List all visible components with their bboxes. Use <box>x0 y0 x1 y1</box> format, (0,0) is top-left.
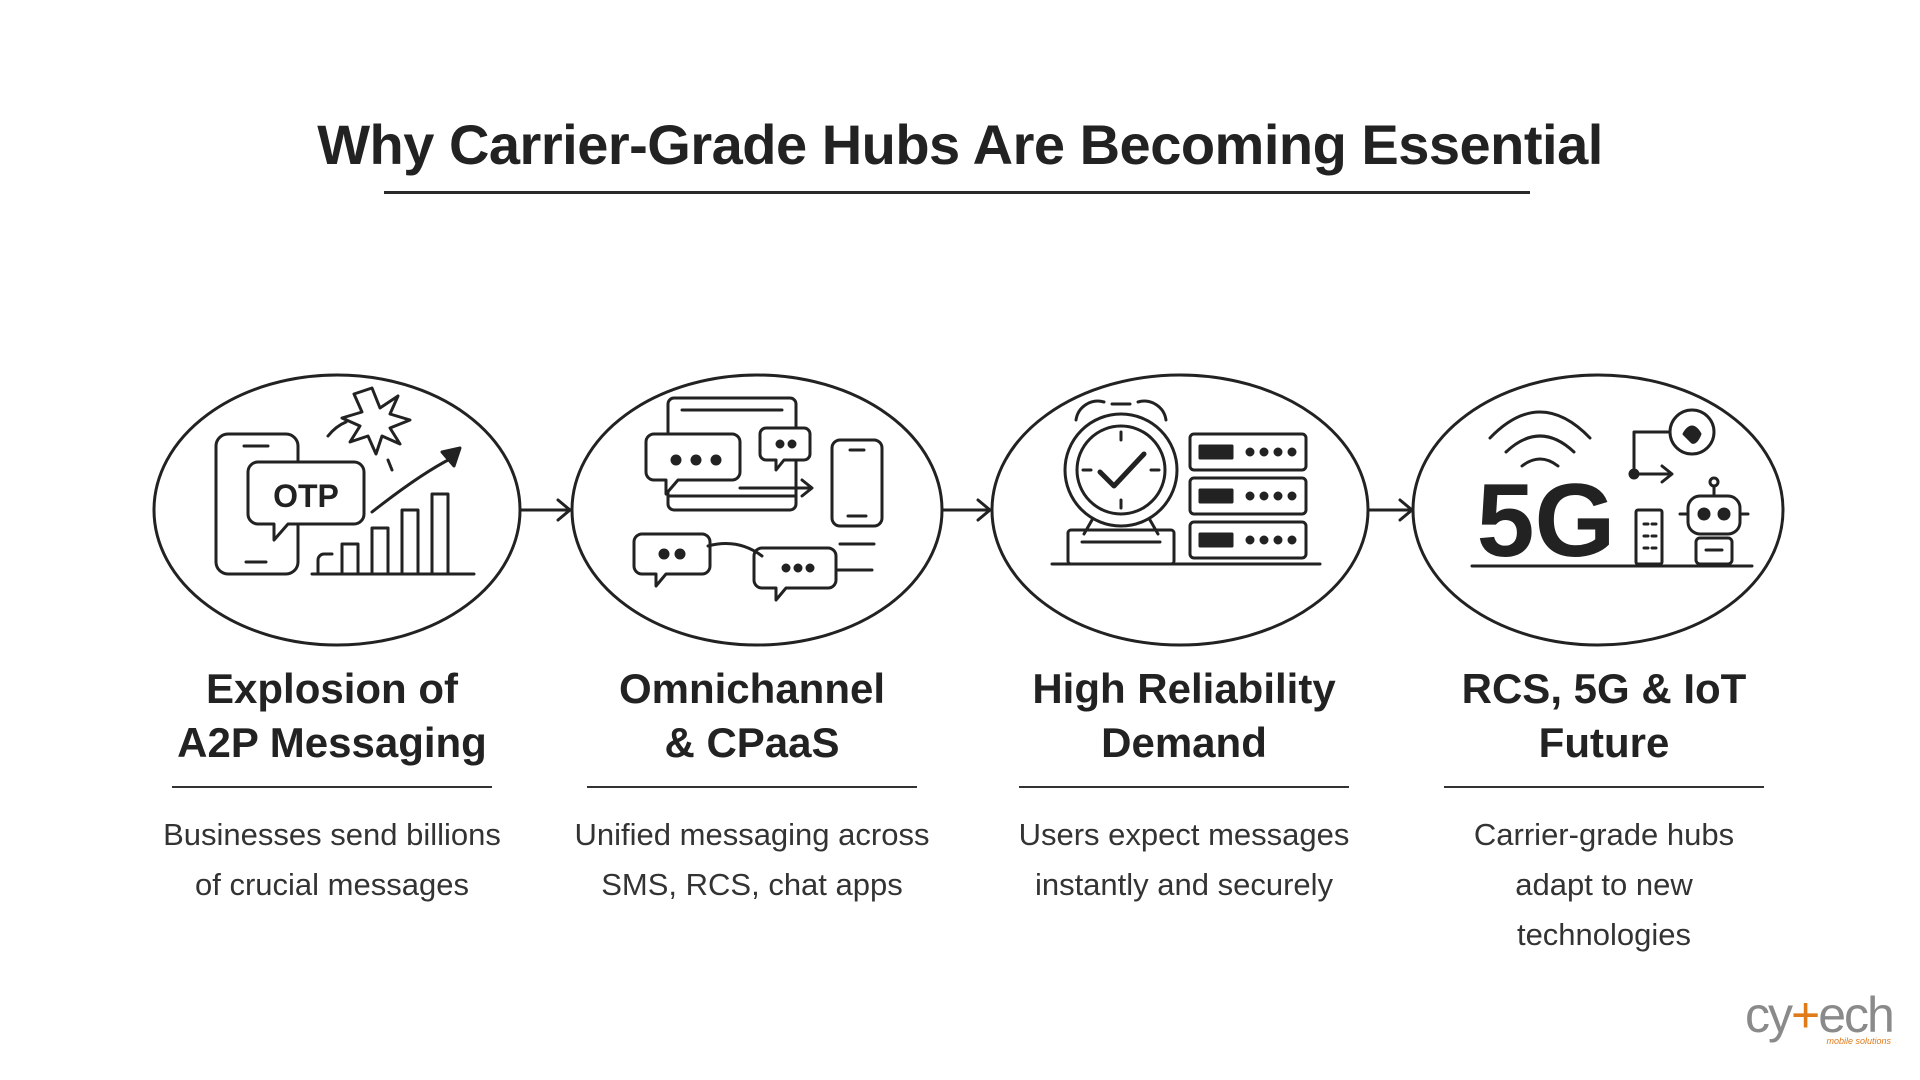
step-4-divider <box>1444 786 1764 788</box>
otp-label: OTP <box>273 478 339 514</box>
step-1: Explosion of A2P Messaging Businesses se… <box>152 662 512 910</box>
step-1-divider <box>172 786 492 788</box>
step-1-title: Explosion of A2P Messaging <box>177 665 487 766</box>
step-3-description: Users expect messages instantly and secu… <box>1018 817 1350 902</box>
multichannel-chat-icon <box>632 396 884 602</box>
step-2: Omnichannel & CPaaS Unified messaging ac… <box>572 662 932 910</box>
step-2-divider <box>587 786 917 788</box>
step-4: RCS, 5G & IoT Future Carrier-grade hubs … <box>1424 662 1784 960</box>
otp-phone-growth-icon: OTP <box>214 386 476 576</box>
step-3-circle <box>990 373 1370 647</box>
title-underline <box>384 191 1530 194</box>
step-3-title: High Reliability Demand <box>1032 665 1336 766</box>
arrow-icon <box>940 498 992 522</box>
arrow-icon <box>518 498 572 522</box>
step-3-divider <box>1019 786 1349 788</box>
cytech-logo-icon: cy+ech mobile solutions <box>1745 987 1895 1046</box>
step-1-description: Businesses send billions of crucial mess… <box>163 817 501 902</box>
step-2-title: Omnichannel & CPaaS <box>618 665 886 766</box>
5g-label: 5G <box>1477 463 1616 579</box>
step-3: High Reliability Demand Users expect mes… <box>1004 662 1364 910</box>
step-4-title: RCS, 5G & IoT Future <box>1461 665 1747 766</box>
arrow-icon <box>1366 498 1414 522</box>
page-title: Why Carrier-Grade Hubs Are Becoming Esse… <box>317 113 1603 176</box>
step-4-description: Carrier-grade hubs adapt to new technolo… <box>1473 817 1735 952</box>
step-2-description: Unified messaging across SMS, RCS, chat … <box>574 817 930 902</box>
clock-server-icon <box>1050 399 1322 566</box>
5g-iot-icon: 5G <box>1470 408 1754 579</box>
